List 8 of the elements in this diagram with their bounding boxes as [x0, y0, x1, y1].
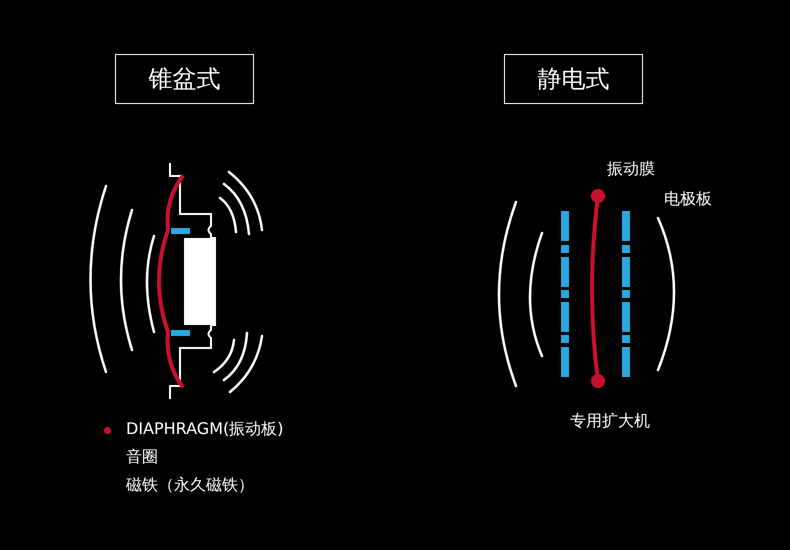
part-label: 电极板 — [664, 189, 712, 210]
legend-text: 音圈 — [126, 447, 158, 468]
legend-text: 磁铁（永久磁铁） — [126, 475, 254, 496]
legend-text: DIAPHRAGM(振动板) — [126, 419, 284, 440]
part-label: 专用扩大机 — [570, 411, 650, 432]
title-box: 静电式 — [504, 54, 643, 104]
title-box: 锥盆式 — [115, 54, 254, 104]
part-label: 振动膜 — [607, 159, 655, 180]
